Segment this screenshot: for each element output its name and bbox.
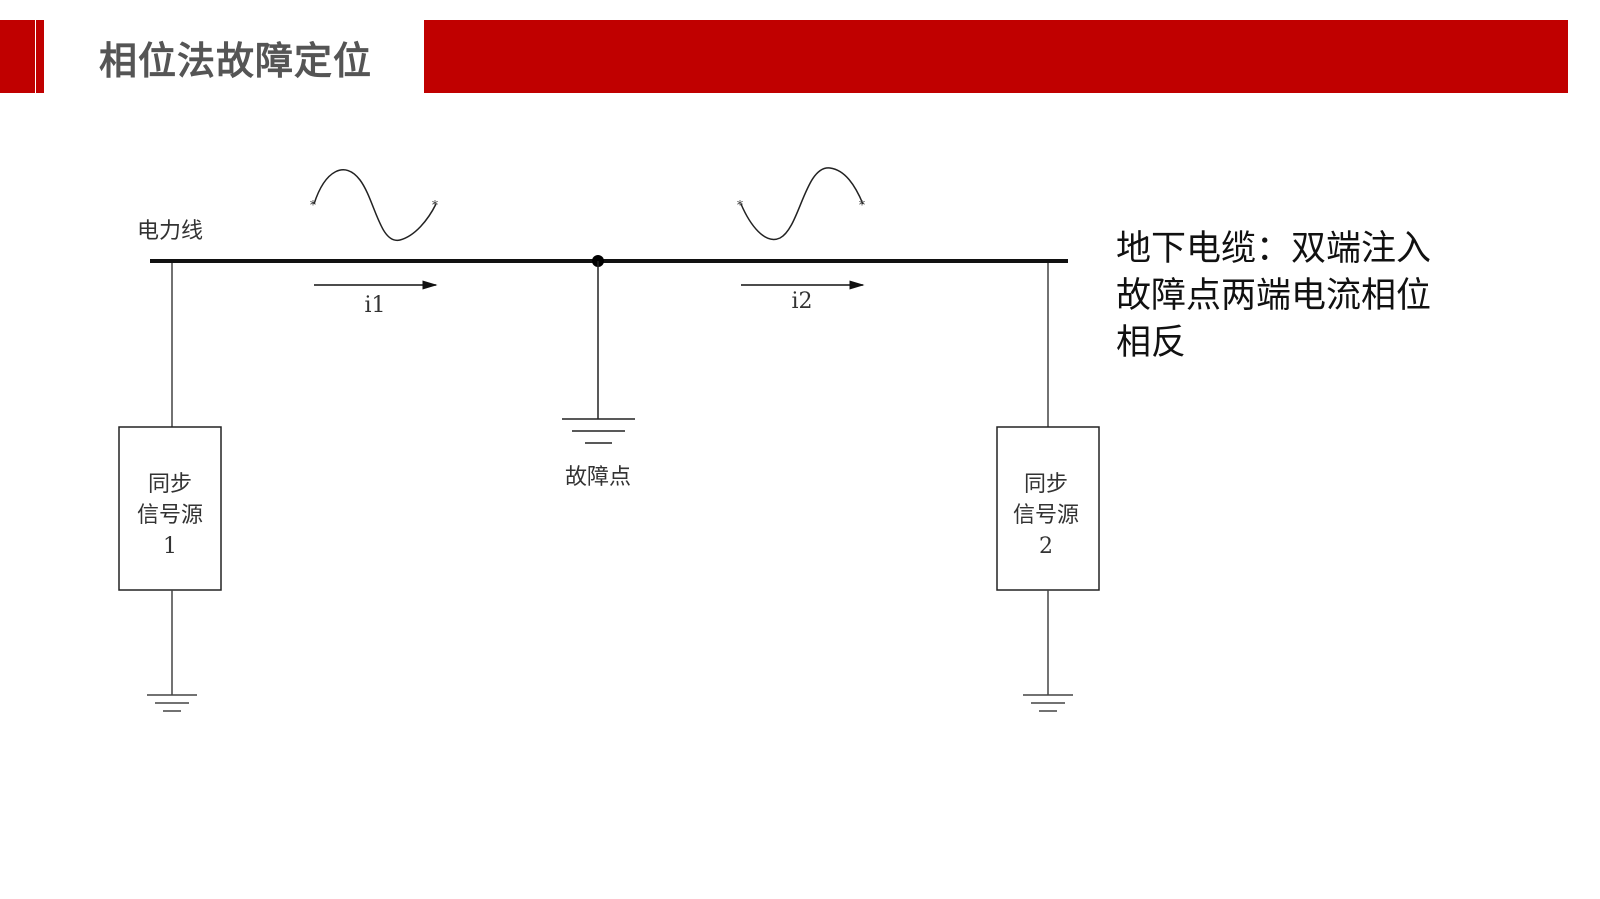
header-accent-block	[0, 20, 35, 93]
header-bar	[424, 20, 1568, 93]
current1-label: i1	[364, 293, 385, 318]
signal-source-1: 同步 信号源 1	[118, 263, 222, 712]
source1-line1: 同步	[148, 472, 192, 497]
source1-line2: 信号源	[137, 503, 203, 528]
svg-text:*: *	[737, 198, 743, 212]
power-line-label: 电力线	[137, 219, 203, 244]
svg-text:*: *	[310, 198, 316, 212]
sine-wave-1: **	[310, 169, 438, 241]
fault-point-label: 故障点	[565, 465, 631, 490]
description-text: 地下电缆：双端注入 故障点两端电流相位 相反	[1116, 226, 1431, 367]
header-accent-stripe	[36, 20, 44, 93]
source2-line1: 同步	[1024, 472, 1068, 497]
svg-text:*: *	[859, 198, 865, 212]
sine-wave-2: **	[737, 167, 865, 241]
source2-line3: 2	[1039, 534, 1053, 559]
fault-ground	[562, 261, 635, 444]
current2-label: i2	[791, 289, 812, 314]
description-line-1: 地下电缆：双端注入	[1116, 229, 1432, 269]
page-title: 相位法故障定位	[99, 39, 373, 83]
description-line-2: 故障点两端电流相位	[1116, 276, 1432, 316]
source2-line2: 信号源	[1013, 503, 1079, 528]
svg-text:*: *	[432, 198, 438, 212]
description-line-3: 相反	[1116, 323, 1187, 363]
source1-line3: 1	[163, 534, 177, 559]
signal-source-2: 同步 信号源 2	[996, 263, 1100, 712]
